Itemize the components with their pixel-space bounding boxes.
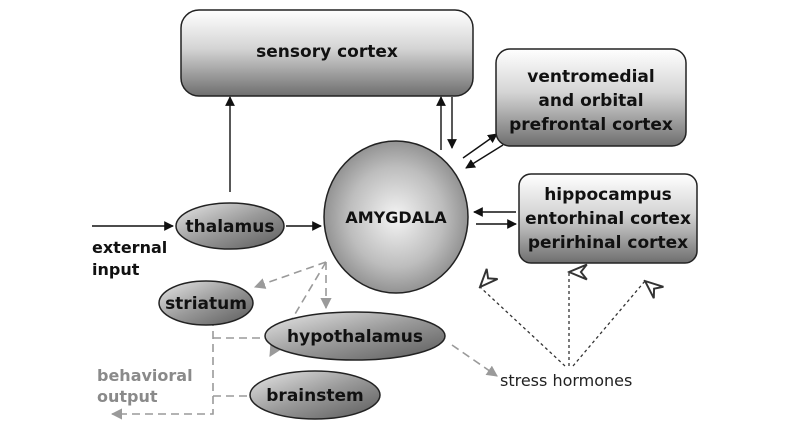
hippocampus-label-line2: entorhinal cortex (525, 209, 691, 229)
behavioral-output-arrow (110, 318, 214, 420)
striatum-node: striatum (158, 280, 254, 326)
hypothalamus-label: hypothalamus (287, 327, 423, 347)
external-input-label-line2: input (92, 260, 140, 279)
prefrontal-to-amygdala-arrow (465, 144, 504, 169)
stress-feedback-left-arrow (480, 287, 566, 367)
hippocampus-node: hippocampus entorhinal cortex perirhinal… (518, 173, 698, 264)
amygdala-to-striatum-arrow (253, 261, 327, 289)
sensory-cortex-label: sensory cortex (256, 42, 398, 62)
striatum-label: striatum (165, 294, 247, 314)
amygdala-node: AMYGDALA (323, 140, 469, 294)
stress-feedback-right-arrow (572, 281, 645, 367)
hippocampus-label-line1: hippocampus (544, 185, 672, 205)
hippocampus-label-line3: perirhinal cortex (528, 233, 688, 253)
prefrontal-cortex-node: ventromedial and orbital prefrontal cort… (495, 48, 687, 147)
behavioral-output-label-line2: output (97, 387, 158, 406)
prefrontal-label-line1: ventromedial (527, 67, 654, 87)
brainstem-label: brainstem (266, 386, 363, 406)
sensory-cortex-node: sensory cortex (180, 9, 474, 97)
prefrontal-label-line3: prefrontal cortex (509, 115, 673, 135)
amygdala-label: AMYGDALA (345, 208, 447, 227)
hypothalamus-node: hypothalamus (264, 311, 446, 361)
brainstem-node: brainstem (249, 370, 381, 420)
hypothalamus-to-stress-arrow (451, 344, 498, 377)
stress-hormones-label: stress hormones (500, 371, 632, 390)
external-input-label-line1: external (92, 238, 167, 257)
amygdala-to-prefrontal-arrow (462, 133, 498, 159)
thalamus-label: thalamus (186, 217, 275, 237)
thalamus-node: thalamus (175, 202, 285, 250)
behavioral-output-label-line1: behavioral (97, 366, 193, 385)
prefrontal-label-line2: and orbital (538, 91, 643, 111)
